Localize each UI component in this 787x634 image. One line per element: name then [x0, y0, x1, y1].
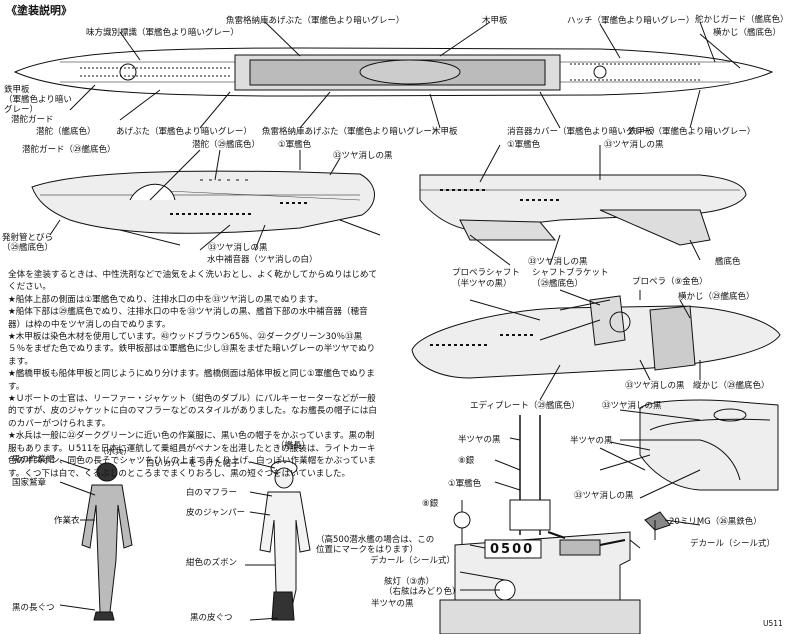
label-bridge-gun: 20ミリMG（㉖黒鉄色） — [669, 517, 762, 527]
label-captain-jacket: 皮のジャンパー — [186, 508, 246, 518]
tower-number: 0500 — [490, 542, 535, 557]
label-tower-lamp: 舷灯（③赤） （右舷はみどり色） — [384, 577, 461, 597]
label-captain-boots: 黒の皮ぐつ — [190, 613, 233, 623]
label-bridge-matte-black2: ㉝ツヤ消しの黒 — [574, 491, 634, 501]
label-launch-tube: 発射管とびら （㉙艦底色） — [2, 233, 54, 253]
page-title: 《塗装説明》 — [6, 4, 72, 17]
label-shaft-bracket: シャフトブラケット （㉙艦底色） — [532, 268, 609, 289]
paint-notes: 全体を塗装するときは、中性洗剤などで油気をよく洗いおとし、よく乾かしてからぬりは… — [8, 269, 378, 480]
label-hatch-lid: あげぶた（軍艦色より暗いグレー） — [116, 127, 252, 137]
label-tower-silver: ⑧銀 — [458, 456, 475, 466]
label-grating-cover2: 魚雷格納庫あげぶた（軍艦色より暗いグレー） — [262, 127, 441, 137]
label-bridge-matte-black: ㉝ツヤ消しの黒 — [602, 401, 662, 411]
label-hatch: ハッチ（軍艦色より暗いグレー） — [567, 16, 695, 26]
note-2: ★船体下部は㉙艦底色でぬり、注排水口の中を㉝ツヤ消しの黒、艦首下部の水中補音器（… — [8, 307, 368, 330]
label-stern-rudder: 横かじ（㉙艦底色） — [678, 292, 755, 302]
label-captain-trousers: 紺色のズボン — [186, 558, 238, 568]
label-bridge-semi-gloss: 半ツヤの黒 — [570, 436, 613, 446]
label-dive-guard: 潜舵ガード — [11, 115, 54, 125]
captain-caption: （艦長） — [276, 441, 311, 451]
label-side-dive-plane: 潜舵（㉙艦底色） — [192, 140, 261, 150]
label-captain-hat: 白いカバーをつけた帽子 — [146, 459, 240, 469]
label-grating-cover: 魚雷格納庫あげぶた（軍艦色より暗いグレー） — [226, 16, 405, 26]
note-1: ★船体上部の側面は①軍艦色でぬり、注排水口の中を㉝ツヤ消しの黒でぬります。 — [8, 294, 323, 305]
label-tower-semi-gloss2: 半ツヤの黒 — [371, 599, 414, 609]
label-sailor-cap: 黒の作業帽 — [12, 455, 55, 465]
label-side-matte-black2: ㉝ツヤ消しの黒 — [208, 243, 268, 253]
label-tower-semi-gloss: 半ツヤの黒 — [458, 435, 501, 445]
page-code: U511 — [763, 619, 783, 628]
label-propeller: プロペラ（⑨金色） — [632, 277, 708, 287]
label-rudder: 横かじ（艦底色） — [713, 28, 782, 38]
label-side-warship-color2: ①軍艦色 — [507, 140, 541, 150]
label-steel-deck2: 鉄甲板（軍艦色より暗いグレー） — [628, 127, 756, 137]
label-prop-shaft: プロペラシャフト （半ツヤの黒） — [452, 268, 520, 289]
label-bottom-color: 艦底色 — [715, 257, 741, 267]
label-tower-warship-color: ①軍艦色 — [448, 479, 482, 489]
label-stern-matte-black: ㉝ツヤ消しの黒 — [625, 381, 685, 391]
label-hydrophone: 水中補音器（ツヤ消しの白） — [207, 255, 318, 265]
label-rudder-guard: 舵かじガード（艦底色） — [695, 15, 787, 25]
label-bridge-decal: デカール（シール式） — [690, 539, 776, 549]
label-side-warship-color: ①軍艦色 — [278, 140, 312, 150]
label-side-matte-black4: ㉝ツヤ消しの黒 — [528, 257, 588, 267]
label-wood-deck: 木甲板 — [482, 16, 508, 26]
note-6: ★水兵は一般に㉒ダークグリーンに近い色の作業服に、黒い色の帽子をかぶっています。… — [8, 431, 376, 479]
label-dive-plane: 潜舵（艦底色） — [36, 127, 96, 137]
label-tower-decal: デカール（シール式） — [370, 556, 456, 566]
note-4: ★艦橋甲板も船体甲板と同じようにぬり分けます。艦橋側面は船体甲板と同じ①軍艦色で… — [8, 369, 375, 392]
label-side-matte-black3: ㉝ツヤ消しの黒 — [604, 140, 664, 150]
label-exhaust-cover: 消音器カバー（軍艦色より暗いグレー） — [507, 127, 660, 137]
label-tower-silver2: ⑧銀 — [422, 499, 439, 509]
label-sailor-uniform: 作業衣 — [54, 516, 80, 526]
label-eddy-plate: エディプレート（㉙艦底色） — [470, 401, 580, 411]
label-captain-muffler: 白のマフラー — [186, 488, 238, 498]
label-steel-deck: 鉄甲板 （軍艦色より暗い グレー） — [4, 85, 72, 115]
label-side-matte-black: ㉝ツヤ消しの黒 — [333, 151, 393, 161]
note-0: 全体を塗装するときは、中性洗剤などで油気をよく洗いおとし、よく乾かしてからぬりは… — [8, 270, 378, 293]
label-wood-deck2: 木甲板 — [432, 127, 458, 137]
label-deck-skid: 味方識別標識（軍艦色より暗いグレー） — [86, 28, 239, 38]
label-tower-number-note: （高500潜水艦の場合は、この 位置にマークをはります） — [316, 535, 435, 555]
label-side-dive-guard: 潜舵ガード（㉙艦底色） — [22, 145, 116, 155]
label-sailor-shoes: 黒の長ぐつ — [12, 603, 55, 613]
label-sailor-badge: 国家鷲章 — [12, 478, 47, 488]
note-3: ★木甲板は染色木材を使用しています。㊸ウッドブラウン65％、㉒ダークグリーン30… — [8, 332, 376, 367]
note-5: ★Ｕボートの士官は、リーファー・ジャケット（紺色のダブル）にパルキーセーターなど… — [8, 394, 377, 429]
sailor-caption: （水兵） — [98, 447, 133, 457]
label-vertical-rudder: 縦かじ（㉙艦底色） — [693, 381, 770, 391]
